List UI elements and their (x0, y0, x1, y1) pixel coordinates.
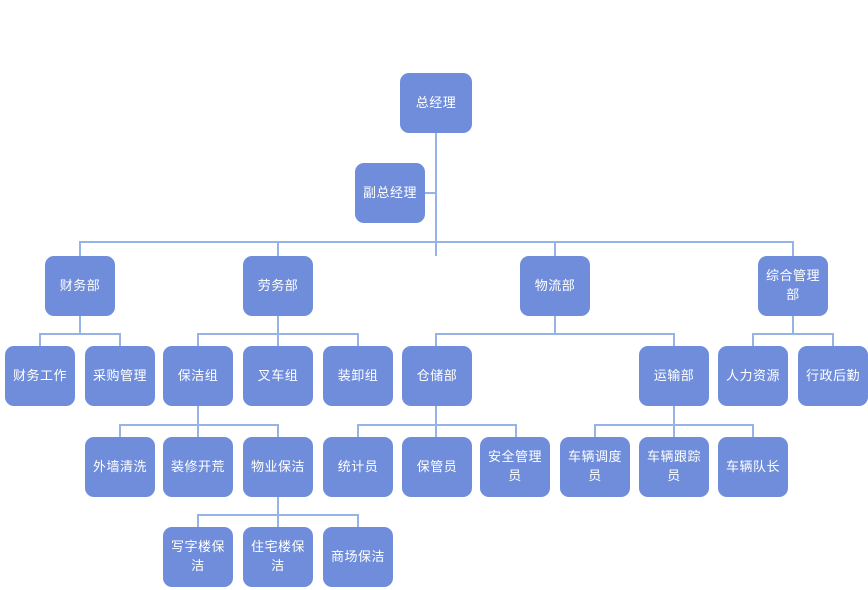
connector-finance-bus (39, 333, 120, 335)
org-node-cleaning-group[interactable]: 保洁组 (163, 346, 233, 406)
org-node-vehicle-dispatcher[interactable]: 车辆调度员 (560, 437, 630, 497)
org-node-label-office-building-cleaning: 写字楼保洁 (170, 540, 225, 574)
org-node-label-residential-cleaning: 住宅楼保洁 (250, 540, 305, 574)
connector-residential-drop (277, 514, 279, 528)
connector-exterior-wall-drop (119, 424, 121, 437)
org-node-label-finance-dept: 财务部 (59, 278, 101, 294)
org-node-label-warehouse-dept: 仓储部 (416, 368, 458, 384)
org-node-label-fleet-captain: 车辆队长 (725, 459, 780, 475)
org-node-deputy-general-manager[interactable]: 副总经理 (355, 163, 425, 223)
connector-general-admin-bus (752, 333, 833, 335)
connector-deputy-stub-horizontal (424, 192, 436, 194)
connector-fleet-captain-drop (752, 424, 754, 437)
connector-statistician-drop (357, 424, 359, 437)
connector-transport-stem (673, 406, 675, 425)
org-node-label-mall-cleaning: 商场保洁 (330, 549, 385, 565)
org-node-label-general-admin-dept: 综合管理部 (765, 269, 820, 303)
org-node-general-admin-dept[interactable]: 综合管理部 (758, 256, 828, 316)
connector-property-cleaning-stem (277, 497, 279, 515)
org-node-exterior-wall-cleaning[interactable]: 外墙清洗 (85, 437, 155, 497)
connector-property-cleaning-drop (277, 424, 279, 437)
connector-general-admin-drop (792, 241, 794, 256)
org-node-admin-logistics[interactable]: 行政后勤 (798, 346, 868, 406)
org-node-fleet-captain[interactable]: 车辆队长 (718, 437, 788, 497)
connector-admin-logistics-drop (832, 333, 834, 346)
org-node-label-deputy-general-manager: 副总经理 (362, 185, 417, 201)
org-node-label-loading-group: 装卸组 (337, 368, 379, 384)
org-node-label-admin-logistics: 行政后勤 (805, 368, 860, 384)
org-node-label-vehicle-tracker: 车辆跟踪员 (646, 450, 701, 484)
connector-logistics-stem (554, 316, 556, 333)
org-node-statistician[interactable]: 统计员 (323, 437, 393, 497)
org-node-finance-work[interactable]: 财务工作 (5, 346, 75, 406)
org-node-label-cleaning-group: 保洁组 (177, 368, 219, 384)
org-node-transport-dept[interactable]: 运输部 (639, 346, 709, 406)
connector-finance-dept-drop (79, 241, 81, 256)
org-node-vehicle-tracker[interactable]: 车辆跟踪员 (639, 437, 709, 497)
connector-custodian-drop (435, 424, 437, 437)
org-node-label-exterior-wall-cleaning: 外墙清洗 (92, 459, 147, 475)
org-node-mall-cleaning[interactable]: 商场保洁 (323, 527, 393, 587)
connector-human-resources-drop (752, 333, 754, 346)
connector-renovation-cleanup-drop (197, 424, 199, 437)
org-node-label-transport-dept: 运输部 (653, 368, 695, 384)
org-node-safety-manager[interactable]: 安全管理员 (480, 437, 550, 497)
org-node-residential-cleaning[interactable]: 住宅楼保洁 (243, 527, 313, 587)
connector-labor-stem (277, 316, 279, 333)
org-node-label-property-cleaning: 物业保洁 (250, 459, 305, 475)
connector-safety-manager-drop (515, 424, 517, 437)
connector-finance-work-drop (39, 333, 41, 346)
org-node-label-general-manager: 总经理 (415, 95, 457, 111)
connector-logistics-bus (435, 333, 674, 335)
org-node-label-statistician: 统计员 (337, 459, 379, 475)
connector-mall-cleaning-drop (357, 514, 359, 528)
connector-cleaning-group-drop (197, 333, 199, 346)
org-node-label-safety-manager: 安全管理员 (487, 450, 542, 484)
connector-finance-stem (79, 316, 81, 333)
org-node-label-labor-dept: 劳务部 (257, 278, 299, 294)
org-node-custodian[interactable]: 保管员 (402, 437, 472, 497)
org-node-label-vehicle-dispatcher: 车辆调度员 (567, 450, 622, 484)
org-node-purchase-mgmt[interactable]: 采购管理 (85, 346, 155, 406)
org-node-label-renovation-cleanup: 装修开荒 (170, 459, 225, 475)
connector-loading-group-drop (357, 333, 359, 346)
org-node-loading-group[interactable]: 装卸组 (323, 346, 393, 406)
org-node-forklift-group[interactable]: 叉车组 (243, 346, 313, 406)
org-node-label-custodian: 保管员 (416, 459, 458, 475)
org-node-labor-dept[interactable]: 劳务部 (243, 256, 313, 316)
connector-vehicle-tracker-drop (673, 424, 675, 437)
connector-warehouse-stem (435, 406, 437, 425)
connector-cleaning-group-stem (197, 406, 199, 425)
org-node-office-building-cleaning[interactable]: 写字楼保洁 (163, 527, 233, 587)
connector-forklift-group-drop (277, 333, 279, 346)
org-node-label-finance-work: 财务工作 (12, 368, 67, 384)
org-node-warehouse-dept[interactable]: 仓储部 (402, 346, 472, 406)
connector-labor-dept-drop (277, 241, 279, 256)
connector-general-admin-stem (792, 316, 794, 333)
connector-purchase-mgmt-drop (119, 333, 121, 346)
connector-level3-bus (79, 241, 794, 243)
connector-cleaning-group-bus (119, 424, 279, 426)
connector-transport-dept-drop (673, 333, 675, 346)
org-node-label-human-resources: 人力资源 (725, 368, 780, 384)
org-node-property-cleaning[interactable]: 物业保洁 (243, 437, 313, 497)
connector-warehouse-dept-drop (435, 333, 437, 346)
org-node-renovation-cleanup[interactable]: 装修开荒 (163, 437, 233, 497)
connector-vehicle-dispatcher-drop (594, 424, 596, 437)
org-node-label-forklift-group: 叉车组 (257, 368, 299, 384)
connector-logistics-dept-drop (554, 241, 556, 256)
org-node-label-logistics-dept: 物流部 (534, 278, 576, 294)
org-node-finance-dept[interactable]: 财务部 (45, 256, 115, 316)
org-node-human-resources[interactable]: 人力资源 (718, 346, 788, 406)
org-node-label-purchase-mgmt: 采购管理 (92, 368, 147, 384)
org-node-general-manager[interactable]: 总经理 (400, 73, 472, 133)
org-node-logistics-dept[interactable]: 物流部 (520, 256, 590, 316)
connector-gm-to-bus-vertical (435, 133, 437, 256)
connector-office-building-drop (197, 514, 199, 528)
